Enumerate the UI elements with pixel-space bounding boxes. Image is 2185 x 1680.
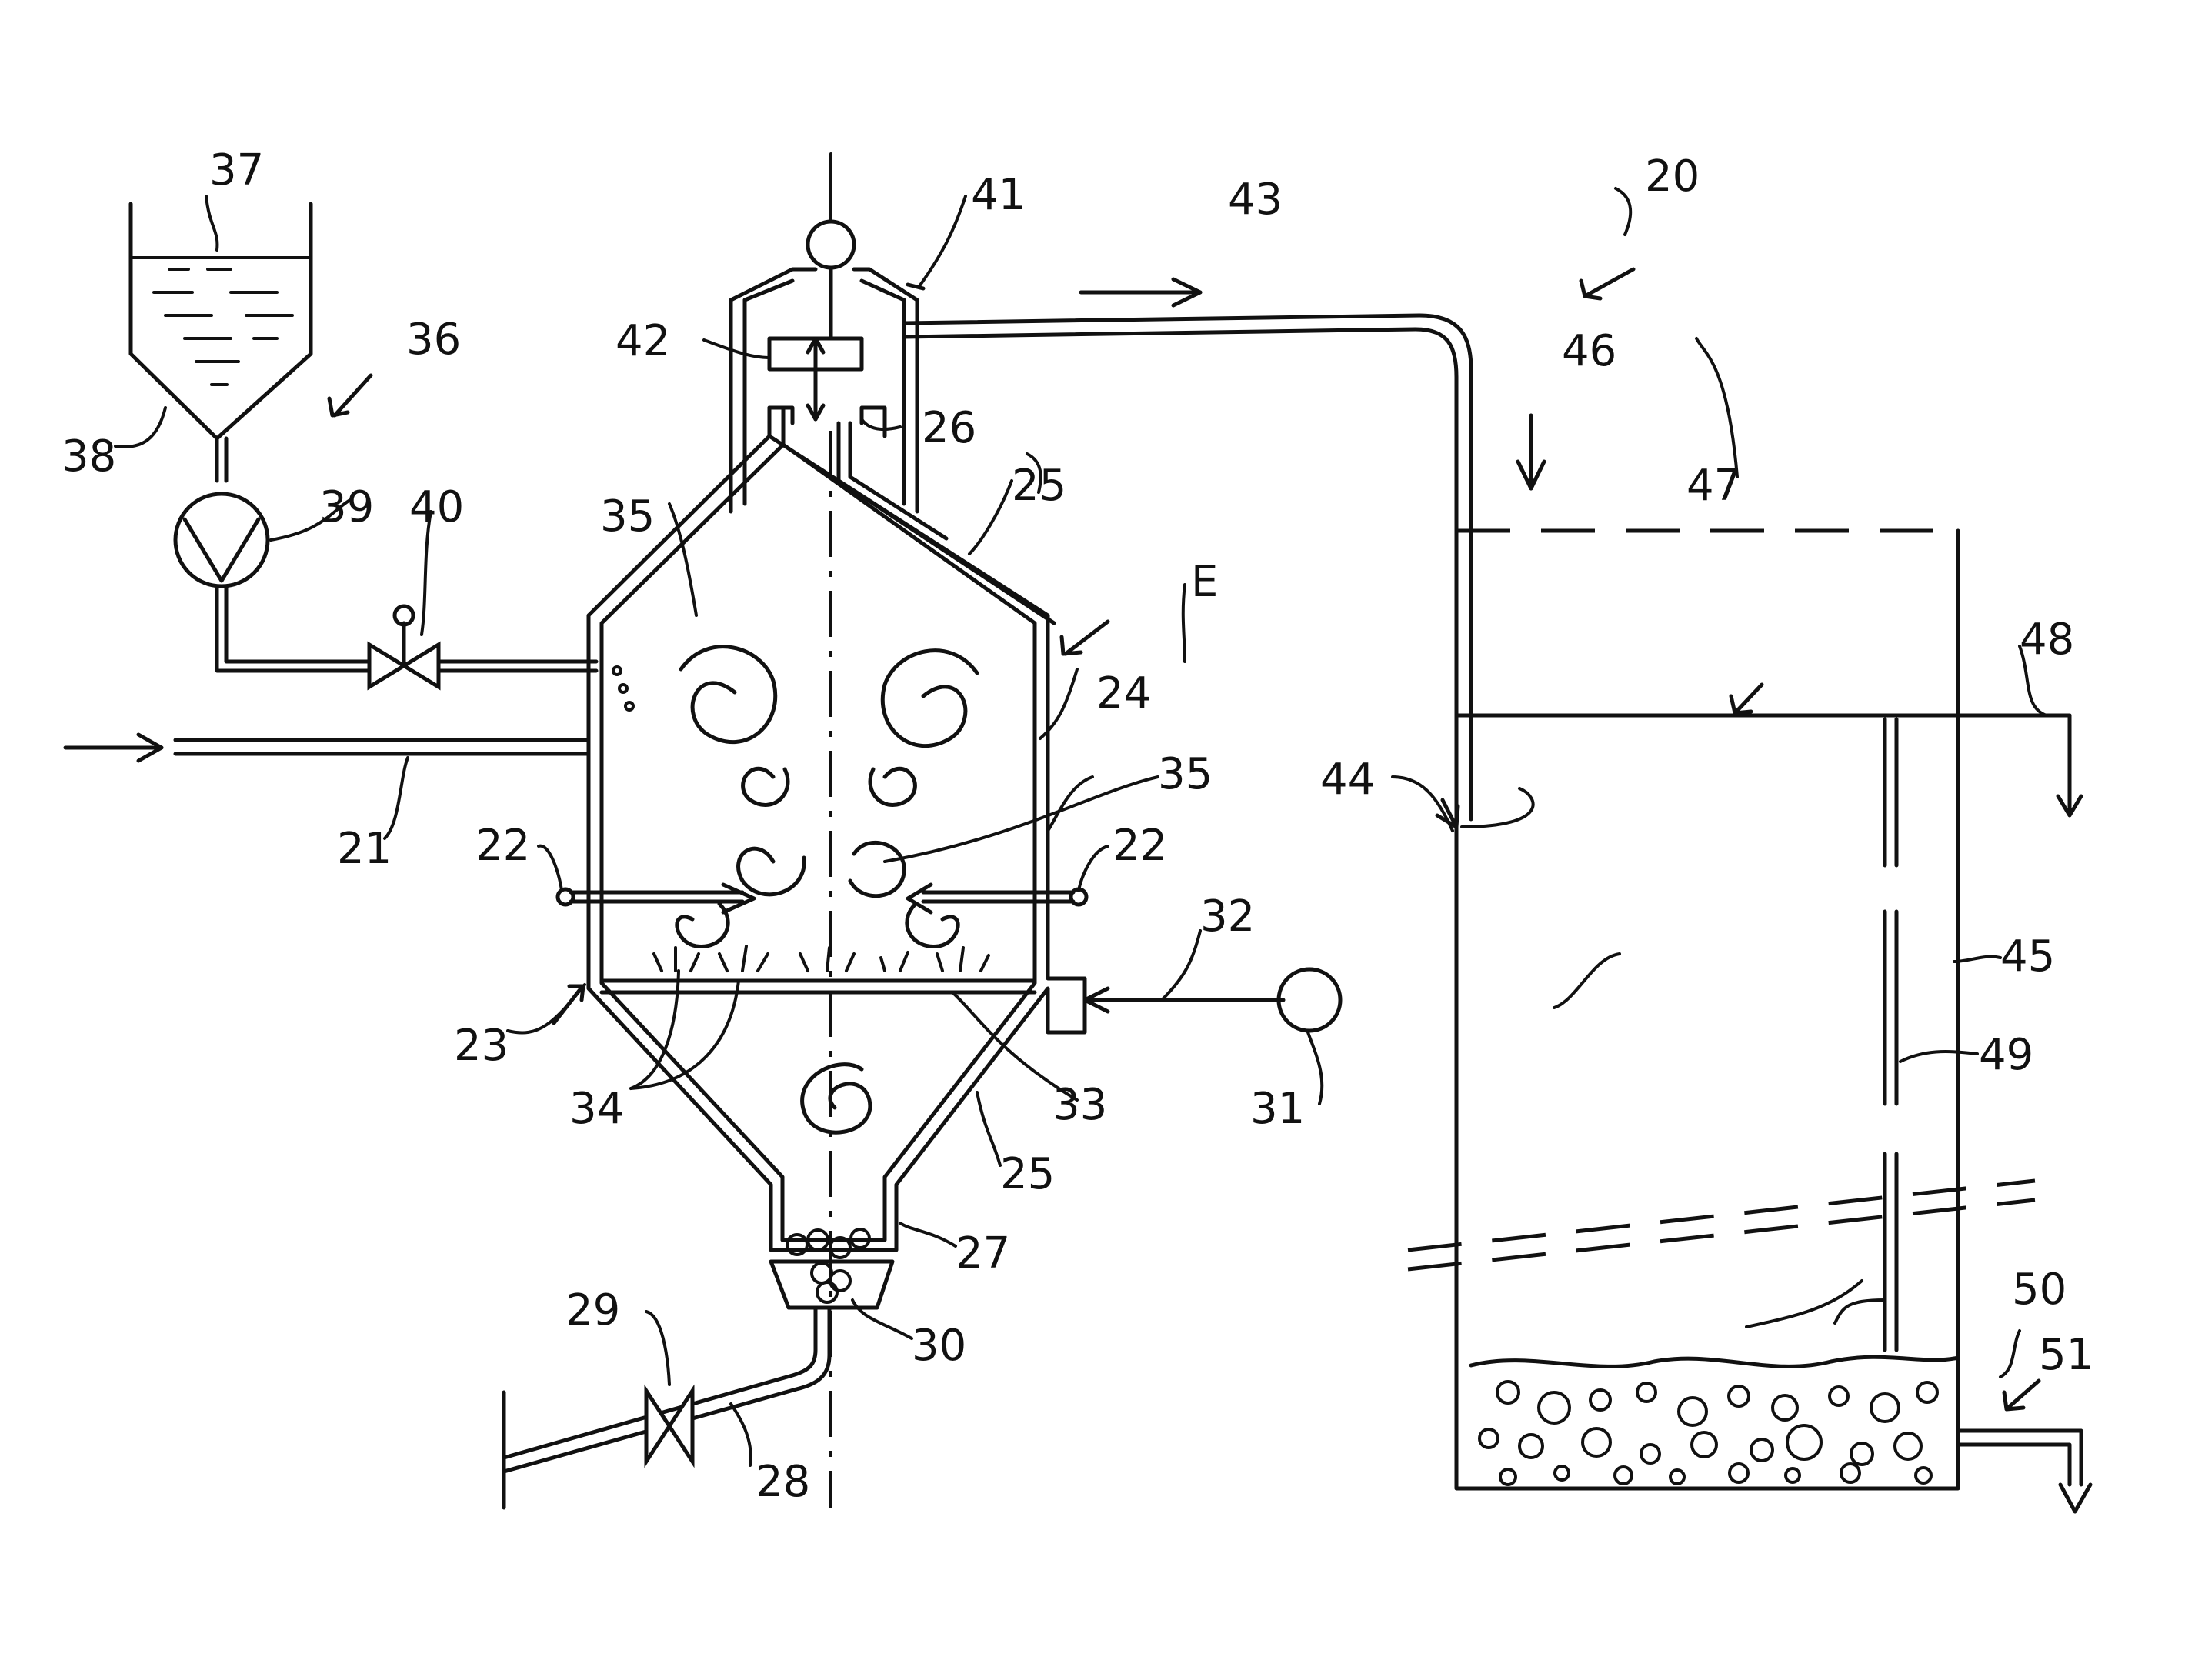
label-28: 28 (756, 1457, 810, 1507)
label-41: 41 (971, 170, 1026, 220)
label-26: 26 (922, 403, 976, 453)
label-22-right: 22 (1113, 821, 1167, 871)
label-38: 38 (62, 432, 116, 482)
label-34: 34 (569, 1084, 624, 1134)
transfer-pipe (904, 279, 1544, 819)
reference-labels: 37 36 38 39 40 21 22 22 23 34 33 25 27 3… (62, 145, 2093, 1507)
settling-tank (1408, 531, 2090, 1512)
sludge-outlet (504, 1262, 892, 1508)
inlet-21 (65, 735, 588, 761)
pump-39 (175, 494, 268, 586)
reactor-vessel (558, 154, 1340, 1508)
label-45: 45 (2000, 932, 2055, 982)
label-20: 20 (1645, 152, 1700, 202)
label-40: 40 (409, 482, 464, 532)
label-33: 33 (1052, 1080, 1107, 1130)
label-50: 50 (2012, 1265, 2067, 1315)
label-21: 21 (337, 824, 392, 874)
label-47: 47 (1686, 461, 1741, 511)
label-29: 29 (565, 1285, 620, 1335)
label-37: 37 (209, 145, 264, 195)
label-51: 51 (2039, 1330, 2093, 1380)
reference-arrows (329, 269, 2039, 1409)
label-23: 23 (454, 1021, 509, 1071)
label-E: E (1191, 557, 1218, 607)
label-24: 24 (1096, 668, 1151, 718)
leader-lines (115, 188, 2047, 1465)
label-22-left: 22 (475, 821, 530, 871)
label-32: 32 (1200, 892, 1255, 942)
label-25-upper: 25 (1012, 461, 1066, 511)
label-30: 30 (912, 1321, 966, 1371)
label-42: 42 (615, 316, 670, 366)
label-25-lower: 25 (1000, 1149, 1055, 1199)
label-43: 43 (1228, 175, 1283, 225)
label-44: 44 (1320, 755, 1375, 805)
label-46: 46 (1562, 326, 1616, 376)
label-35-upper: 35 (600, 492, 655, 542)
label-35-middle: 35 (1158, 749, 1213, 799)
label-27: 27 (956, 1228, 1010, 1278)
label-48: 48 (2020, 615, 2074, 665)
label-49: 49 (1979, 1030, 2033, 1080)
label-31: 31 (1250, 1084, 1305, 1134)
storage-tank (131, 204, 311, 481)
label-36: 36 (406, 315, 461, 365)
label-39: 39 (319, 482, 374, 532)
